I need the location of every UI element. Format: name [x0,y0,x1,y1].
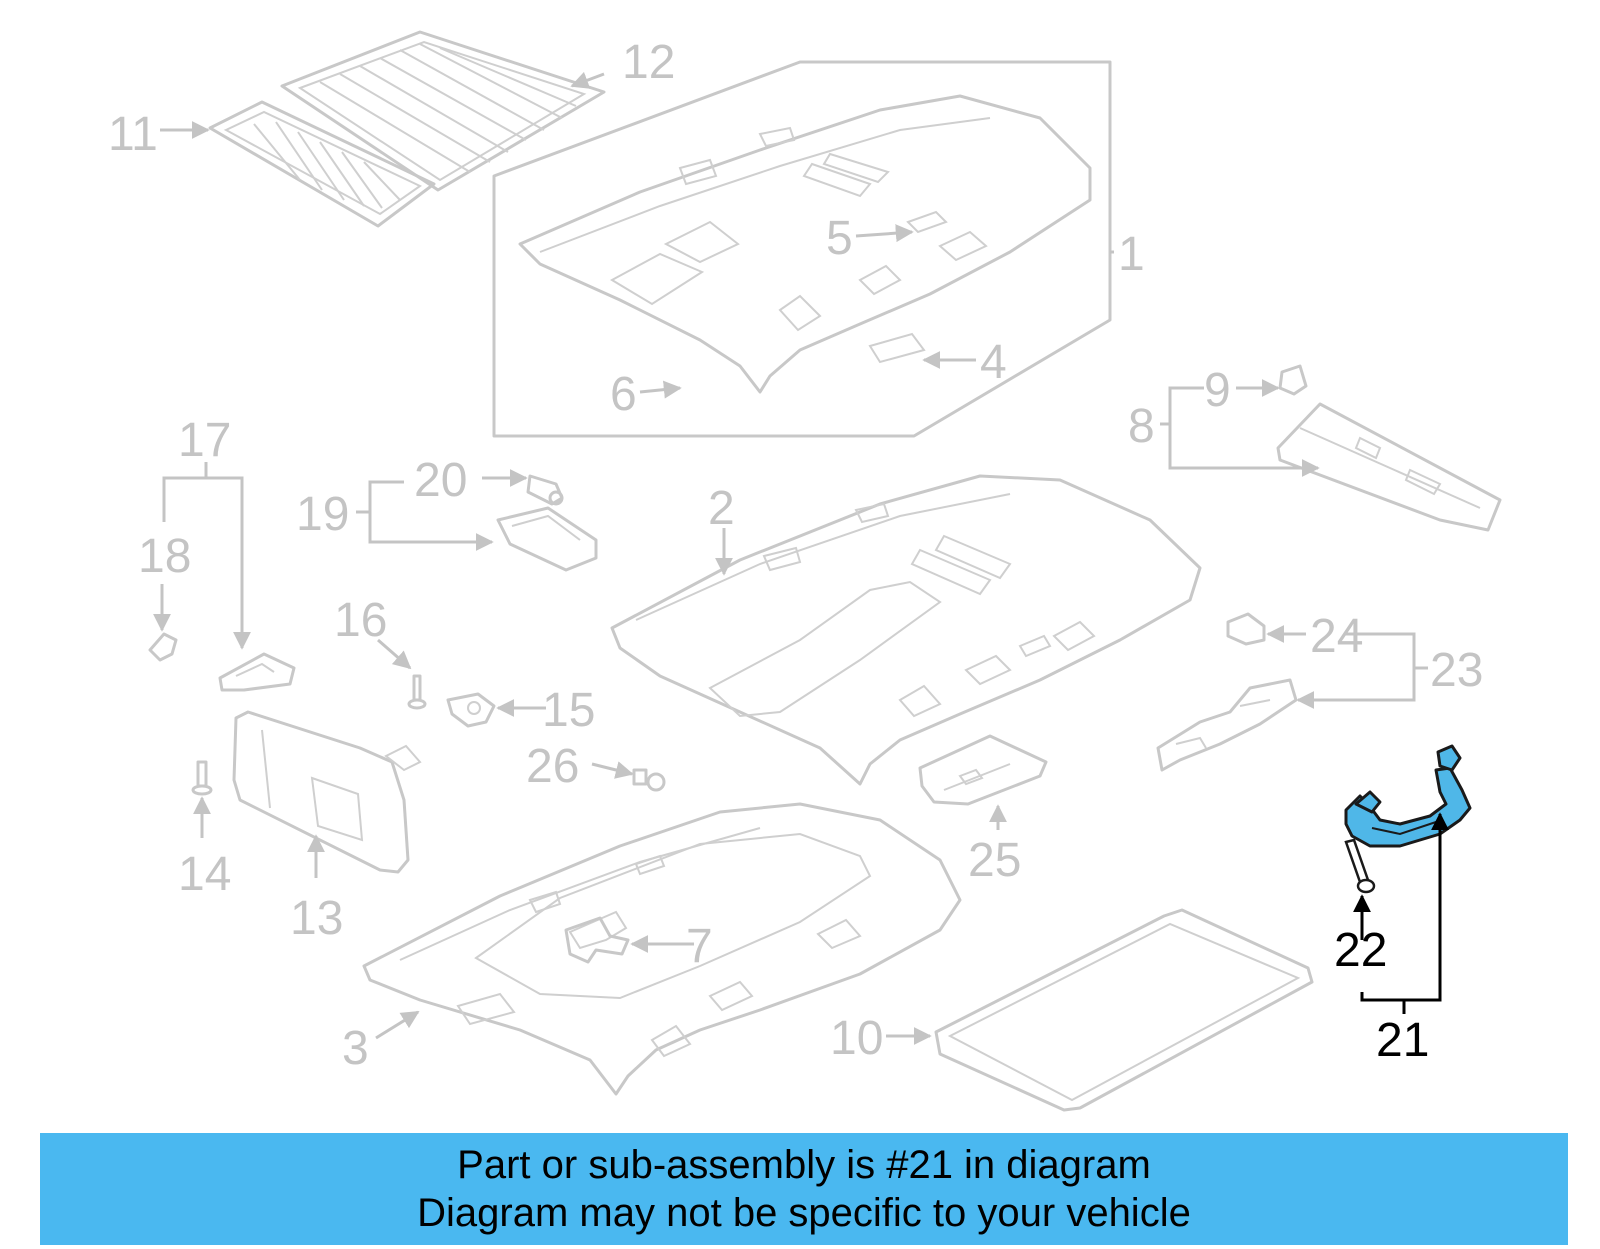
info-banner: Part or sub-assembly is #21 in diagram D… [40,1133,1568,1245]
part-20-bulb [526,474,564,506]
callout-7: 7 [686,920,713,973]
callout-3: 3 [342,1022,369,1075]
callout-5: 5 [826,212,853,265]
callout-25: 25 [968,834,1021,887]
callout-16: 16 [334,594,387,647]
banner-line-2: Diagram may not be specific to your vehi… [417,1191,1191,1235]
part-18-clip [148,632,178,662]
part-1-headliner-assembly-box [492,60,1112,438]
callout-19: 19 [296,488,349,541]
part-13-sun-visor [232,710,422,874]
callout-20: 20 [414,454,467,507]
part-8-rear-trim [1276,402,1502,532]
part-2-headliner [610,474,1202,786]
callout-11: 11 [108,108,158,161]
callout-12: 12 [622,36,675,89]
part-14-screw [191,760,213,796]
part-16-screw [407,674,427,710]
callout-4: 4 [980,336,1007,389]
callout-26: 26 [526,740,579,793]
callout-2: 2 [708,482,735,535]
part-7-bracket [564,916,630,964]
callout-17: 17 [178,414,231,467]
leader-lines [153,71,1428,1045]
part-26-clip [632,768,666,792]
part-25-console-bracket [918,734,1048,806]
part-23-bracket [1156,678,1298,772]
part-19-dome-lamp [496,506,598,572]
callout-22: 22 [1334,924,1387,977]
leader-lines-active [1353,812,1449,1014]
part-10-sunroof-seal [934,908,1314,1112]
callout-8: 8 [1128,400,1155,453]
callout-18: 18 [138,530,191,583]
part-12-roof-insulator [280,30,606,192]
part-17-holder [218,652,296,692]
callout-13: 13 [290,892,343,945]
banner-line-1: Part or sub-assembly is #21 in diagram [457,1143,1151,1187]
callout-labels: 1 2 3 4 5 6 7 8 9 10 11 12 13 14 15 16 1… [108,36,1483,1075]
part-11-roof-pad [208,100,436,228]
part-22-screw [1344,838,1376,894]
part-24-clip [1226,612,1266,646]
callout-21: 21 [1376,1014,1429,1067]
callout-15: 15 [542,684,595,737]
part-9-clip [1278,364,1308,396]
callout-14: 14 [178,848,231,901]
callout-10: 10 [830,1012,883,1065]
callout-9: 9 [1204,364,1231,417]
callout-23: 23 [1430,644,1483,697]
callout-1: 1 [1118,228,1145,281]
callout-6: 6 [610,368,637,421]
callout-24: 24 [1310,610,1363,663]
part-3-headliner [362,802,962,1096]
part-15-visor-holder [446,692,496,728]
part-21-assist-grip[interactable] [1344,744,1472,848]
